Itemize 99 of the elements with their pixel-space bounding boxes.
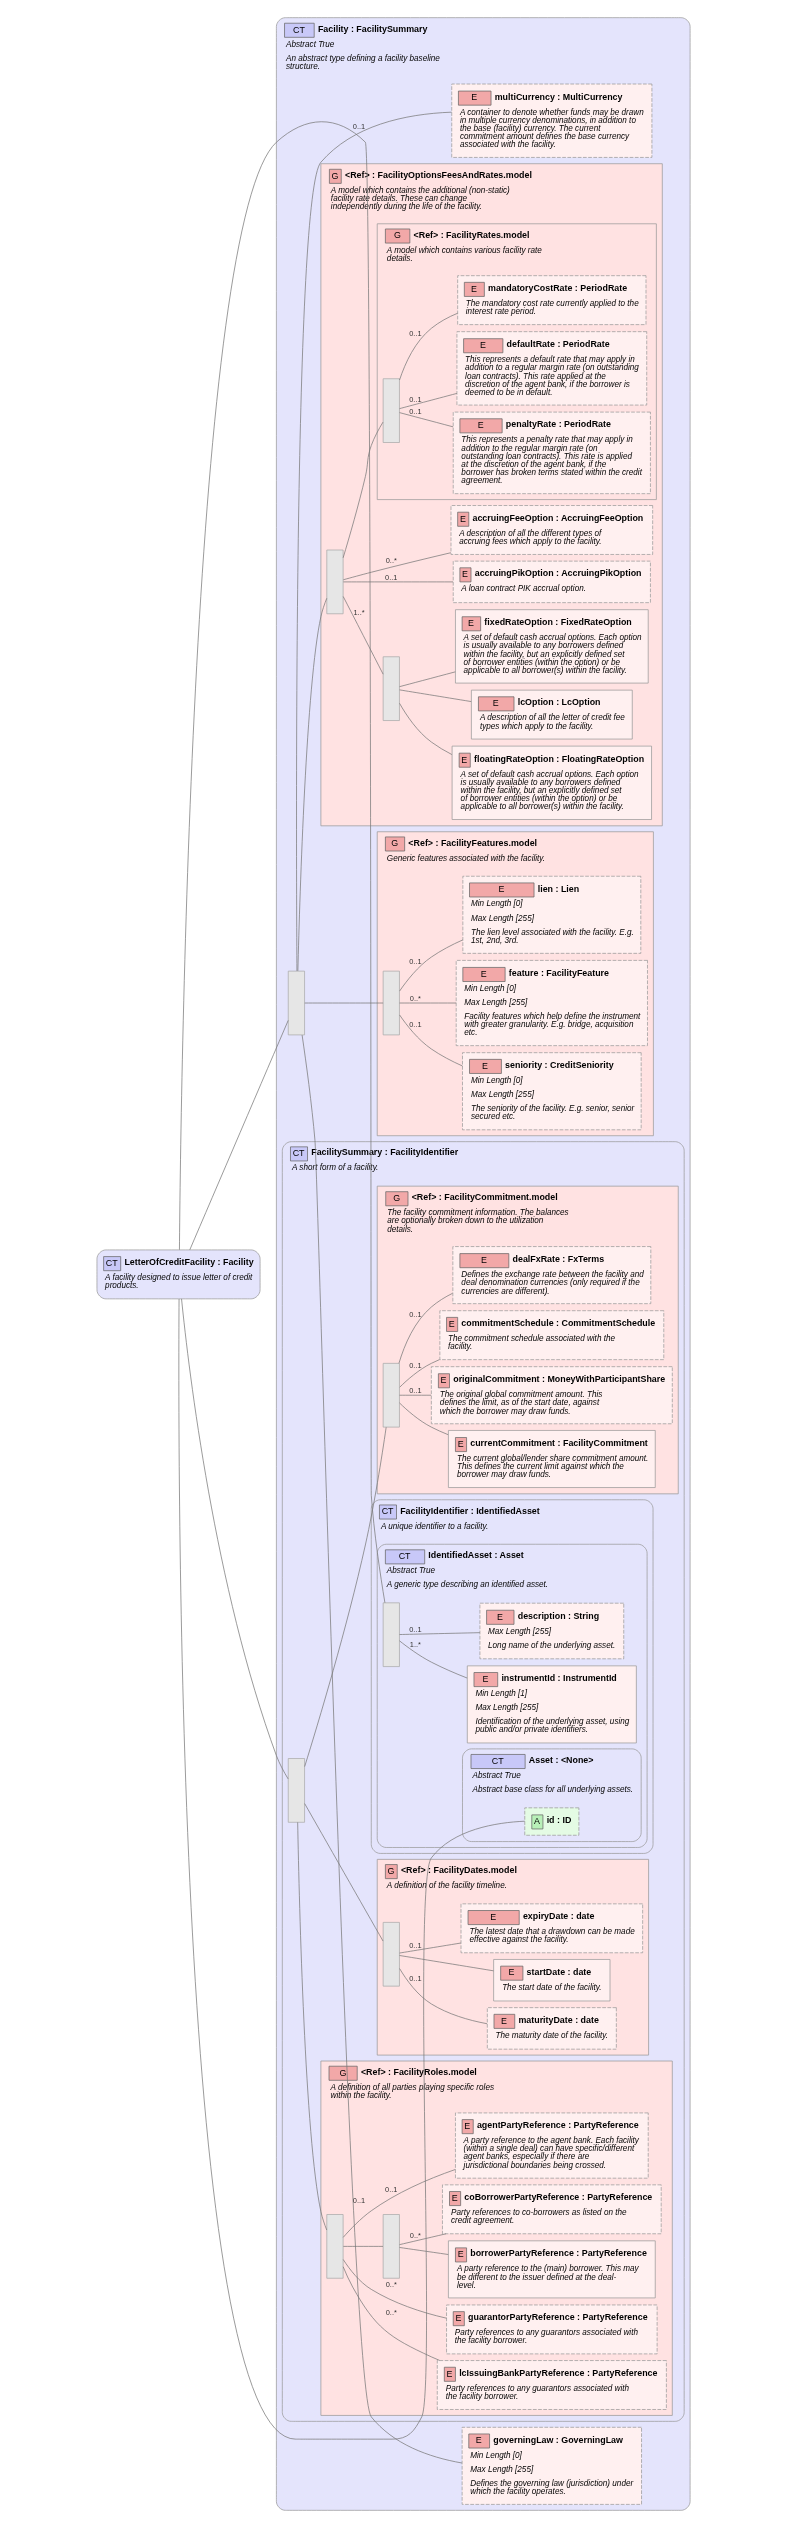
connector — [398, 1640, 467, 1679]
edge-label: 1..* — [409, 1639, 421, 1649]
connector — [398, 1942, 461, 1954]
node-box: E defaultRate : PeriodRate This represents a default rate that may apply in addition to a regular margin rate (on outstanding loan contracts). This rate applied at the discretion of the agent bank, if the borrower is deemed to be in default. — [456, 331, 647, 406]
node-box: E accruingFeeOption : AccruingFeeOption A description of all the different types of accruing fees which apply to the facility. — [450, 505, 653, 555]
edge-label: 0..1 — [408, 407, 422, 417]
node-box: E instrumentId : InstrumentId Min Length [1] Max Length [255] Identification of the underlying asset, using public and/or private identifiers. — [466, 1665, 637, 1744]
connector — [398, 412, 453, 428]
node-box: E governingLaw : GoverningLaw Min Length [0] Max Length [255] Defines the governing law (jurisdiction) under which the facility operates. — [461, 2426, 642, 2505]
edge-label: 0..1 — [408, 956, 422, 966]
node-box: E borrowerPartyReference : PartyReference A party reference to the (main) borrower. This may be different to the issuer defined at the deal-level. — [447, 2240, 656, 2299]
connector — [342, 581, 453, 583]
node-bar — [382, 1922, 400, 1987]
connector — [398, 1955, 494, 1972]
connector — [398, 312, 458, 381]
node-bar — [287, 970, 305, 1036]
node-box: E lcIssuingBankPartyReference : PartyReference Party references to any guarantors associated with the facility borrower. — [436, 2360, 667, 2410]
connector — [342, 2266, 440, 2361]
connector — [398, 939, 463, 992]
node-box: E dealFxRate : FxTerms Defines the exchange rate between the facility and deal denomination currencies (only required if the currencies are different). — [452, 1246, 651, 1305]
connector — [303, 1002, 383, 1004]
node-box: E guarantorPartyReference : PartyReference Party references to any guarantors associated with the facility borrower. — [445, 2304, 657, 2355]
connector — [398, 689, 472, 702]
edge-label: 0..* — [385, 2280, 397, 2290]
connector — [303, 1803, 383, 1942]
connector — [180, 1298, 288, 1780]
node-bar — [382, 378, 400, 443]
edge-label: 0..1 — [408, 329, 422, 339]
node-box: E floatingRateOption : FloatingRateOption A set of default cash accrual options. Each option is usually available to any borrowers defined within the facility, but an explicitly defined set of borrower entities (within the option) or be applicable to all borrower(s) within the facility. — [451, 745, 652, 820]
edge-label: 0..1 — [352, 2196, 365, 2206]
edge-label: 0..1 — [408, 1625, 422, 1635]
edge-label: 0..1 — [408, 1309, 422, 1319]
node-box: E startDate : date The start date of the facility. — [492, 1959, 610, 2002]
edge-label: 0..* — [409, 993, 421, 1003]
connector — [303, 1426, 387, 1767]
connector — [398, 2233, 446, 2245]
connector — [398, 2247, 449, 2255]
connector — [342, 421, 383, 559]
connector — [342, 552, 451, 581]
connector — [295, 111, 452, 972]
connector — [398, 393, 457, 409]
node-box: E lien : Lien Min Length [0] Max Length [255] The lien level associated with the facility. E.g. 1st, 2nd, 3rd. — [462, 875, 641, 954]
connector — [188, 1020, 289, 1251]
edge-label: 0..1 — [408, 1019, 422, 1029]
node-box: E penaltyRate : PeriodRate This represents a penalty rate that may apply in addition to the regular margin rate (on outstanding loan contracts). This rate is applied at the discretion of the agent bank, if the borrower has broken terms stated within the credit agreement. — [452, 411, 651, 495]
node-box: E commitmentSchedule : CommitmentSchedule The commitment schedule associated with the facility. — [439, 1310, 664, 1360]
node-box: E fixedRateOption : FixedRateOption A set of default cash accrual options. Each option is usually available to any borrowers defined within the facility, but an explicitly defined set of borrower entities (within the option) or be applicable to all borrower(s) within the facility. — [454, 609, 649, 684]
node-box: E maturityDate : date The maturity date of the facility. — [486, 2007, 617, 2050]
node-bar — [382, 1602, 400, 1667]
connector — [398, 1394, 431, 1396]
node-box: E currentCommitment : FacilityCommitment The current global/lender share commitment amount. This defines the current limit against which the borrower may draw funds. — [447, 1430, 656, 1488]
node-box: E feature : FacilityFeature Min Length [0] Max Length [255] Facility features which help define the instrument with greater granularity. E.g. bridge, acquisition etc. — [455, 960, 648, 1046]
connector — [398, 1359, 440, 1388]
node-box: A id : ID — [523, 1807, 579, 1836]
edge-label: 0..* — [385, 2307, 397, 2317]
edge-label: 0..1 — [408, 394, 422, 404]
edge-label: 0..1 — [384, 572, 397, 582]
node-box: E coBorrowerPartyReference : PartyReference Party references to co-borrowers as listed on the credit agreement. — [441, 2184, 662, 2235]
connector — [342, 2259, 447, 2319]
node-box: E accruingPikOption : AccruingPikOption A loan contract PIK accrual option. — [452, 560, 651, 603]
node-box: E seniority : CreditSeniority Min Length [0] Max Length [255] The seniority of the facility. E.g. senior, senior secured etc. — [461, 1052, 642, 1131]
connector — [398, 1968, 487, 2025]
node-bar — [382, 970, 400, 1036]
connector — [342, 596, 383, 675]
connector — [398, 702, 452, 755]
connector — [296, 1821, 327, 2231]
connector — [342, 2169, 456, 2238]
node-box: E agentPartyReference : PartyReference A party reference to the agent bank. Each facility (within a single deal) can have specific/different agent banks, especially if there are jurisdictional boundaries being crossed. — [454, 2112, 649, 2179]
edge-label: 0..* — [385, 556, 397, 566]
connector — [178, 121, 385, 1604]
node-bar — [382, 656, 400, 721]
edge-label: 0..* — [409, 2231, 421, 2241]
node-box: E originalCommitment : MoneyWithParticipantShare The original global commitment amount. This defines the limit, as of the start date, against which the borrower may draw funds. — [430, 1366, 673, 1425]
node-bar — [325, 549, 343, 615]
node-bar — [382, 2214, 400, 2279]
connector — [297, 597, 327, 972]
node-box: CT LetterOfCreditFacility : Facility A facility designed to issue letter of credit products. — [96, 1249, 260, 1300]
node-bar — [325, 2214, 343, 2279]
node-box: E expiryDate : date The latest date that a drawdown can be made effective against the facility. — [460, 1903, 643, 1954]
connector — [398, 1632, 480, 1635]
edge-label: 0..1 — [408, 1973, 422, 1983]
node-bar — [287, 1758, 305, 1823]
node-bar — [382, 1363, 400, 1428]
connector — [398, 1292, 453, 1364]
node-box: E description : String Max Length [255] Long name of the underlying asset. — [479, 1602, 624, 1660]
node-box: E multiCurrency : MultiCurrency A container to denote whether funds may be drawn in multiple currency denominations, in addition to the base (facility) currency. The current commitment amount defines the base currency associated with the facility. — [450, 83, 652, 158]
edge-label: 0..1 — [384, 2185, 397, 2195]
node-box: E mandatoryCostRate : PeriodRate The mandatory cost rate currently applied to the interest rate period. — [456, 275, 646, 325]
edge-label: 0..1 — [352, 121, 365, 131]
connector — [398, 1402, 448, 1436]
connector — [398, 1002, 456, 1004]
connector — [398, 1014, 463, 1067]
connector — [342, 2246, 383, 2247]
edge-label: 0..1 — [408, 1360, 422, 1370]
edge-label: 1..* — [353, 607, 365, 617]
connector — [398, 671, 456, 688]
node-box: E lcOption : LcOption A description of all the letter of credit fee types which apply to the facility. — [470, 689, 633, 740]
edge-label: 0..1 — [408, 1386, 422, 1396]
edge-label: 0..1 — [408, 1941, 422, 1951]
